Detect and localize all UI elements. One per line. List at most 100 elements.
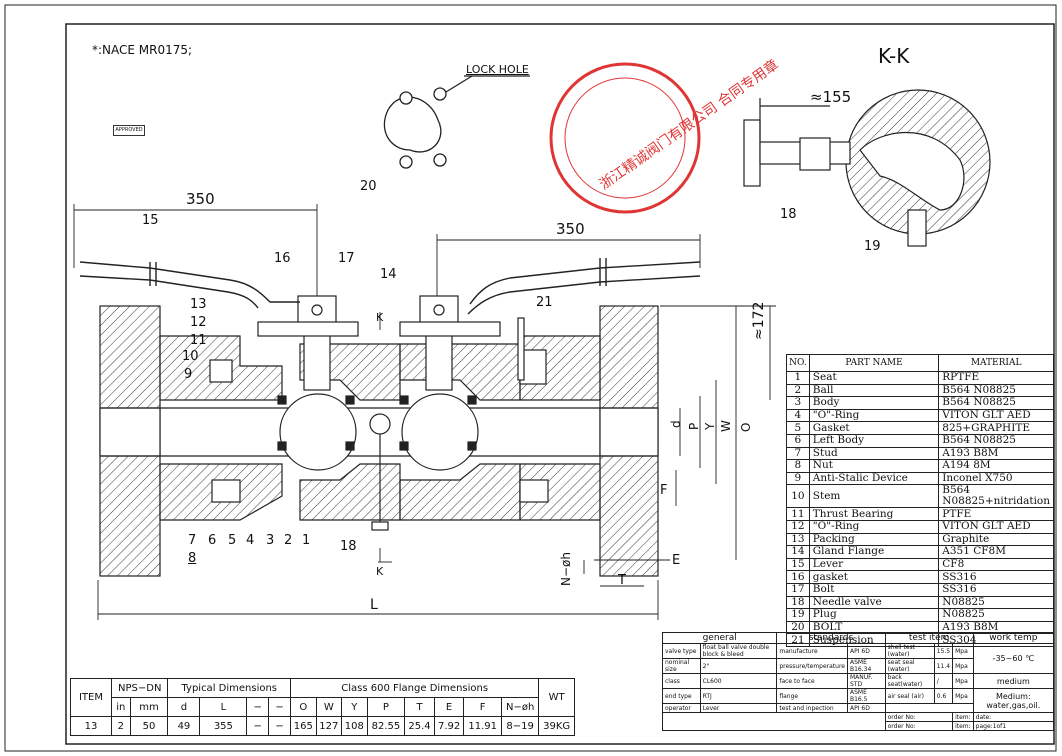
parts-cell-material: B564 N08825	[938, 396, 1054, 410]
parts-cell-name: Stud	[808, 446, 940, 461]
info-general-label: nominal size	[662, 658, 701, 674]
dim-P: P	[687, 422, 701, 430]
info-test-unit: Mpa	[952, 643, 974, 659]
callout-8: 8	[188, 551, 197, 566]
info-test-value: /	[933, 673, 954, 689]
info-standards: standards	[776, 632, 886, 644]
dim-val-mm: 50	[129, 716, 169, 736]
parts-cell-material: Inconel X750	[938, 471, 1054, 486]
info-standard-value: API 6D	[847, 643, 886, 659]
parts-cell-no: 7	[786, 446, 810, 461]
info-standard-label: manufacture	[776, 643, 848, 659]
callout-1: 1	[302, 533, 311, 548]
lock-hole-detail	[383, 75, 530, 169]
callout-20: 20	[360, 179, 377, 194]
info-general-value: RTJ	[699, 688, 778, 704]
parts-cell-name: Plug	[808, 608, 940, 622]
dim-col-d: d	[167, 697, 201, 717]
lock-hole-label: LOCK HOLE	[466, 63, 529, 76]
approved-stamp: APPROVED	[113, 125, 145, 136]
parts-cell-name: Gasket	[808, 421, 940, 435]
dim-val-P: 82.55	[366, 716, 406, 736]
dim-Y: Y	[703, 422, 717, 430]
dim-col-L: L	[199, 697, 248, 717]
nace-note: *:NACE MR0175;	[92, 43, 193, 57]
dim-T: T	[618, 573, 626, 588]
dim-val-N: 8−19	[501, 716, 540, 736]
parts-cell-name: Anti-Stalic Device	[808, 471, 940, 486]
parts-cell-material: Graphite	[938, 532, 1054, 547]
info-blank	[662, 712, 886, 731]
info-test-label: back seat(water)	[884, 673, 935, 689]
dim-N-phi-h: N−øh	[559, 552, 573, 586]
parts-cell-material: VITON GLT AED	[938, 408, 1054, 423]
dim-section-length: ≈155	[810, 88, 852, 106]
parts-cell-no: 15	[786, 557, 810, 572]
parts-cell-name: Gland Flange	[808, 545, 940, 559]
parts-cell-material: B564 N08825	[938, 433, 1054, 448]
dim-d: d	[669, 420, 683, 428]
dim-header-nps: NPS−DN	[110, 678, 169, 698]
parts-cell-no: 16	[786, 570, 810, 584]
section-mark-K-top: K	[376, 311, 384, 324]
info-standard-label: flange	[776, 688, 848, 704]
callout-16: 16	[274, 251, 291, 266]
parts-cell-name: gasket	[808, 570, 940, 584]
title-block-table: general standards test item work temp va…	[661, 632, 1055, 731]
parts-cell-material: 825+GRAPHITE	[938, 421, 1054, 435]
outer-border	[4, 4, 1057, 752]
parts-cell-no: 10	[786, 484, 810, 509]
info-standard-value: MANUF. STD	[847, 673, 886, 689]
callout-7: 7	[188, 533, 197, 548]
dim-col-F: F	[463, 697, 503, 717]
dim-F: F	[660, 483, 668, 498]
dim-val-F: 11.91	[463, 716, 503, 736]
parts-cell-no: 9	[786, 471, 810, 486]
callout-3: 3	[266, 533, 275, 548]
parts-header-material: MATERIAL	[938, 354, 1054, 372]
parts-cell-material: SS316	[938, 570, 1054, 584]
parts-cell-no: 14	[786, 545, 810, 559]
info-standard-label: pressure/temperature	[776, 658, 848, 674]
info-temp-value: -35~60 ℃	[972, 643, 1055, 674]
dim-val-WT: 39KG	[538, 716, 575, 736]
info-test-item: test item	[884, 632, 974, 644]
info-item-1: item:	[952, 712, 974, 722]
callout-2: 2	[284, 533, 293, 548]
callout-5: 5	[228, 533, 237, 548]
callout-21: 21	[536, 295, 553, 310]
dim-val-c1: −	[246, 716, 270, 736]
info-general-label: valve type	[662, 643, 701, 659]
dim-col-E: E	[433, 697, 465, 717]
parts-cell-material: SS316	[938, 582, 1054, 597]
dim-col-Y: Y	[341, 697, 368, 717]
dim-header-wt: WT	[538, 678, 575, 717]
callout-17: 17	[338, 251, 355, 266]
parts-cell-name: Left Body	[808, 433, 940, 448]
parts-cell-material: A193 B8M	[938, 446, 1054, 461]
dim-col-P: P	[366, 697, 406, 717]
callout-9: 9	[184, 367, 193, 382]
dim-header-flange: Class 600 Flange Dimensions	[290, 678, 540, 698]
dim-val-W: 127	[315, 716, 343, 736]
info-test-label: shell test (water)	[884, 643, 935, 659]
info-order-no-2: order No:	[884, 721, 954, 731]
info-item-2: item:	[952, 721, 974, 731]
parts-cell-name: Bolt	[808, 582, 940, 597]
parts-cell-name: Lever	[808, 557, 940, 572]
parts-cell-material: A194 8M	[938, 459, 1054, 473]
section-title: K-K	[878, 44, 910, 68]
dimension-table: ITEM NPS−DN Typical Dimensions Class 600…	[70, 678, 575, 736]
parts-cell-material: B564 N08825+nitridation	[938, 484, 1054, 509]
callout-18-main: 18	[340, 539, 357, 554]
parts-cell-no: 8	[786, 459, 810, 473]
info-test-value: 0.6	[933, 688, 954, 704]
parts-cell-no: 3	[786, 396, 810, 410]
info-standard-label: face to face	[776, 673, 848, 689]
